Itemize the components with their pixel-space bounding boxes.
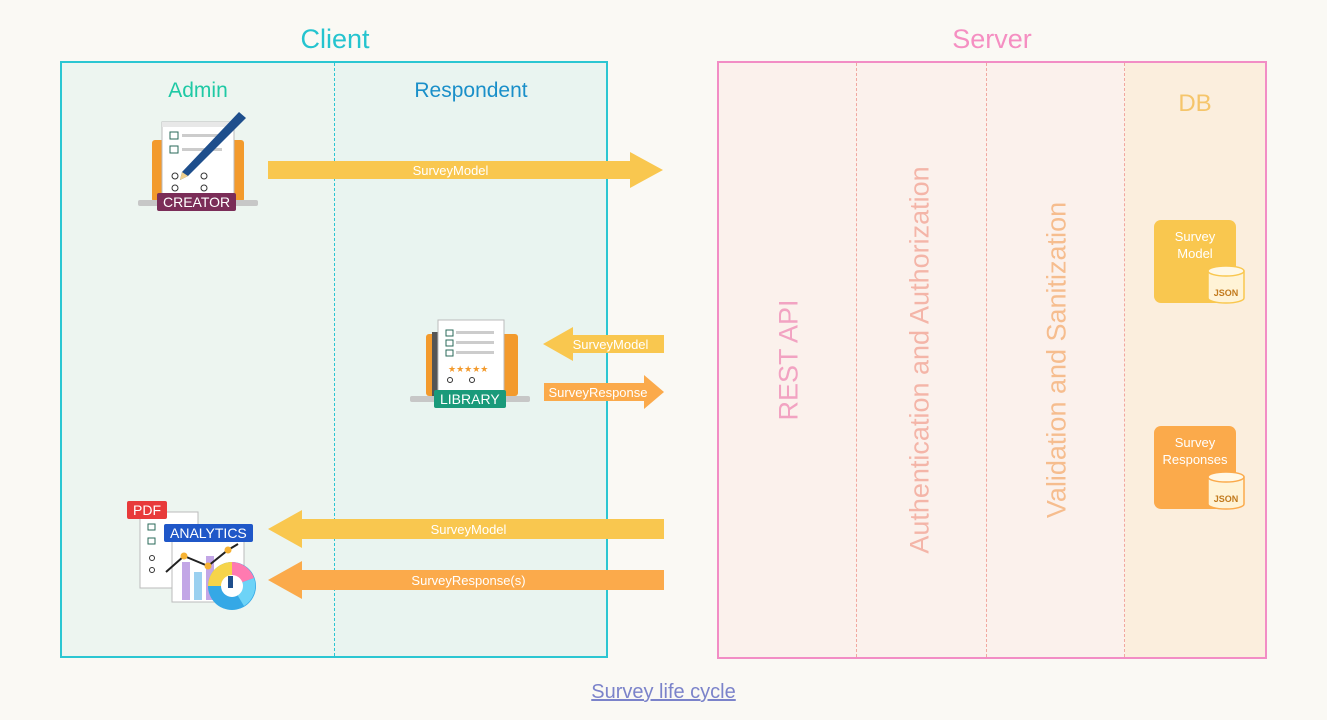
- admin-label: Admin: [168, 79, 228, 102]
- survey-model-line1: Survey: [1174, 229, 1216, 244]
- arrow-label: SurveyModel: [430, 521, 507, 537]
- arrow-server-to-analytics-model: SurveyModel: [268, 510, 664, 548]
- database-icon: JSON: [1207, 264, 1245, 304]
- server-title: Server: [952, 24, 1032, 54]
- respondent-label: Respondent: [414, 79, 528, 102]
- db-label: DB: [1178, 90, 1212, 117]
- arrow-server-to-library: SurveyModel: [543, 327, 664, 361]
- survey-model-line2: Model: [1177, 246, 1213, 261]
- server-divider-1: [856, 63, 857, 657]
- database-icon: JSON: [1207, 470, 1245, 510]
- creator-badge: CREATOR: [157, 193, 237, 211]
- survey-responses-line1: Survey: [1174, 435, 1216, 450]
- validation-label: Validation and Sanitization: [1041, 201, 1072, 519]
- survey-life-cycle-link[interactable]: Survey life cycle: [591, 681, 736, 703]
- library-icon: ★★★★★: [408, 318, 532, 410]
- arrow-library-to-server: SurveyResponse: [544, 375, 664, 409]
- arrow-label: SurveyModel: [572, 336, 649, 352]
- json-label: JSON: [1213, 494, 1239, 504]
- pdf-badge: PDF: [127, 501, 167, 519]
- client-divider: [334, 63, 335, 656]
- db-column: [1125, 63, 1265, 657]
- auth-label: Authentication and Authorization: [904, 166, 935, 554]
- arrow-server-to-analytics-responses: SurveyResponse(s): [268, 561, 664, 599]
- arrow-label: SurveyResponse(s): [411, 572, 526, 588]
- survey-responses-line2: Responses: [1162, 452, 1228, 467]
- arrow-label: SurveyModel: [412, 162, 489, 178]
- server-divider-2: [986, 63, 987, 657]
- creator-icon: [136, 110, 260, 214]
- json-label: JSON: [1213, 288, 1239, 298]
- analytics-badge: ANALYTICS: [164, 524, 253, 542]
- analytics-icon: [126, 500, 262, 612]
- library-badge: LIBRARY: [434, 390, 506, 408]
- svg-text:★★★★★: ★★★★★: [448, 365, 488, 375]
- rest-api-label: REST API: [773, 299, 804, 421]
- server-divider-3: [1124, 63, 1125, 657]
- arrow-label: SurveyResponse: [548, 384, 648, 400]
- client-title: Client: [300, 24, 370, 54]
- arrow-creator-to-server: SurveyModel: [268, 152, 663, 188]
